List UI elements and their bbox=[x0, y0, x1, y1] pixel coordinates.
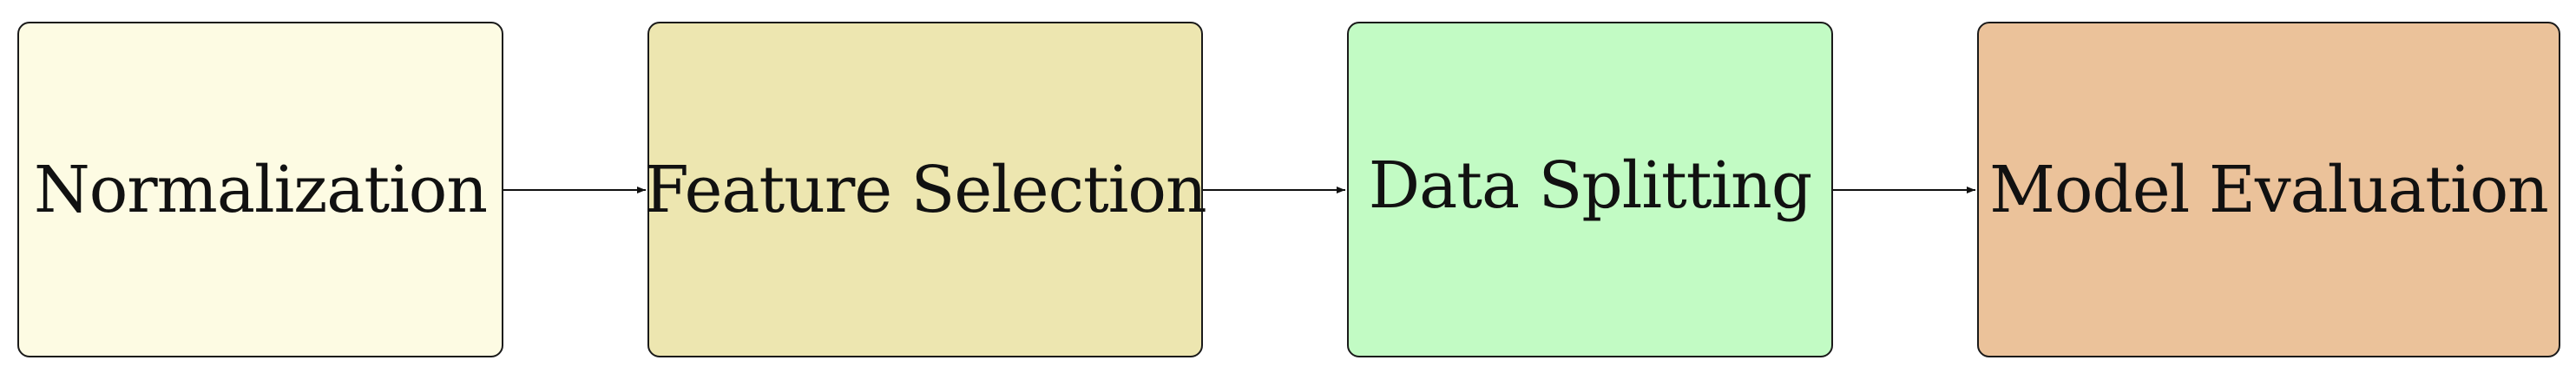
step-feature-selection-box: Feature Selection bbox=[644, 22, 1207, 357]
step-data-splitting-box: Data Splitting bbox=[1347, 22, 1833, 357]
step-feature-selection-label: Feature Selection bbox=[644, 152, 1206, 227]
step-normalization-box: Normalization bbox=[17, 22, 503, 357]
step-model-evaluation-box: Model Evaluation bbox=[1977, 22, 2560, 357]
step-data-splitting-label: Data Splitting bbox=[1368, 147, 1812, 223]
step-model-evaluation-label: Model Evaluation bbox=[1989, 152, 2549, 227]
step-normalization-label: Normalization bbox=[33, 152, 488, 227]
